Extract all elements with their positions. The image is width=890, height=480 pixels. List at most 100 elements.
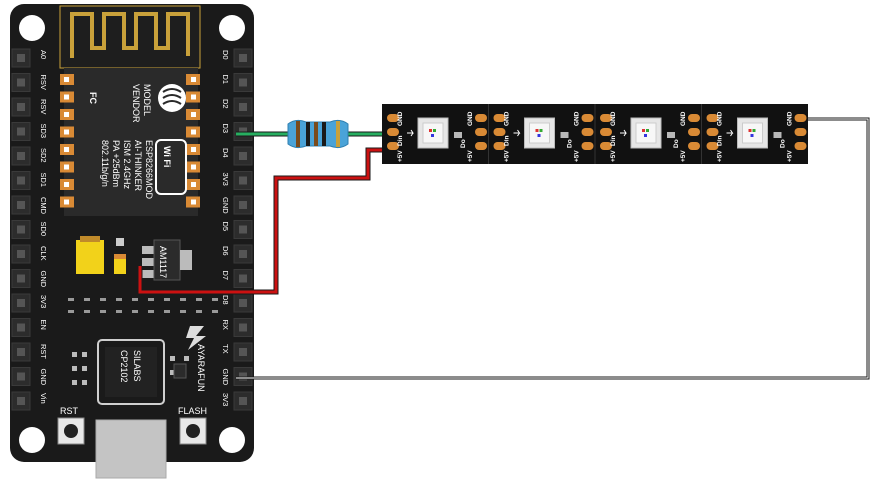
- wifi-logo: [155, 139, 187, 195]
- esp8266-module: FC MODEL VENDOR ESP8266MOD AI-THINKER IS…: [59, 5, 201, 216]
- flash-label: FLASH: [178, 406, 207, 416]
- tantalum-capacitor: [76, 240, 104, 274]
- left-pin-label: CMD: [39, 197, 48, 215]
- arrow-right-icon: [513, 129, 521, 137]
- resistor-band: [314, 122, 318, 146]
- flash-button[interactable]: [179, 417, 207, 445]
- brand-text: AYARAFUN: [196, 344, 206, 392]
- right-pin-label: D0: [221, 50, 230, 60]
- left-pin-label: SD3: [39, 124, 48, 139]
- resistor-band: [306, 122, 310, 146]
- smd-capacitor: [454, 132, 462, 138]
- rst-button[interactable]: [57, 417, 85, 445]
- arrow-right-icon: [726, 129, 734, 137]
- right-pin-11: [233, 293, 253, 313]
- strip-pad-label: Din: [504, 136, 511, 147]
- smd-capacitor: [560, 132, 569, 138]
- smd-component: [116, 238, 124, 246]
- left-pin-10: [11, 269, 31, 288]
- usb-uart-chip: SILABS CP2102: [97, 339, 165, 405]
- right-pin-label: 3V3: [221, 393, 230, 406]
- left-pin-label: A0: [39, 50, 48, 59]
- strip-pad-label: +5V: [504, 150, 511, 162]
- resistor-band: [296, 121, 300, 147]
- right-pin-label: D8: [221, 295, 230, 305]
- right-pin-6: [233, 171, 253, 190]
- rst-label: RST: [60, 406, 79, 416]
- strip-pad-label: GND: [680, 111, 687, 126]
- strip-pad-label: GND: [610, 111, 617, 126]
- left-pin-15: [11, 391, 31, 411]
- right-pin-label: D2: [221, 99, 230, 109]
- mounting-hole: [19, 427, 45, 453]
- wifi-label: Wi Fi: [162, 146, 172, 167]
- right-pin-label: GND: [221, 197, 230, 214]
- left-pin-9: [11, 244, 31, 264]
- nodemcu-board: A0RSVRSVSD3SD2SD1CMDSD0CLKGND3V3ENRSTGND…: [10, 4, 254, 479]
- right-pin-header: [233, 48, 253, 411]
- left-pin-label: GND: [39, 271, 48, 288]
- strip-pad-label: +5V: [717, 150, 724, 162]
- left-pin-label: SD1: [39, 173, 48, 188]
- right-pin-7: [233, 195, 253, 215]
- smd-transistor: [173, 363, 187, 379]
- lightning-icon: [186, 326, 206, 350]
- left-pin-header: [11, 48, 31, 411]
- left-pin-12: [11, 318, 31, 337]
- strip-pad-label: +5V: [680, 150, 687, 162]
- led-strip: GNDDin+5VGNDDo+5VGNDDin+5VGNDDo+5VGNDDin…: [382, 104, 808, 164]
- left-pin-label: SD0: [39, 222, 48, 237]
- strip-pad-label: +5V: [574, 150, 581, 162]
- strip-pad-label: GND: [467, 111, 474, 126]
- left-pin-3: [11, 97, 31, 117]
- strip-pad-label: Do: [460, 139, 467, 148]
- left-pin-label: GND: [39, 369, 48, 386]
- right-pin-2: [233, 73, 253, 92]
- left-pin-5: [11, 146, 31, 166]
- module-text-vendor: VENDOR: [131, 84, 141, 123]
- right-pin-12: [233, 318, 253, 337]
- strip-pad-label: GND: [717, 111, 724, 126]
- strip-pad-label: Do: [780, 139, 787, 148]
- strip-pad-label: +5V: [397, 150, 404, 162]
- strip-pad-label: Din: [717, 136, 724, 147]
- left-pin-label: 3V3: [39, 295, 48, 308]
- right-pin-13: [233, 342, 253, 362]
- right-pin-label: D5: [221, 222, 230, 232]
- module-text-pa: PA +25dBm: [111, 140, 121, 187]
- strip-pad-label: +5V: [467, 150, 474, 162]
- strip-pad-label: Din: [397, 136, 404, 147]
- mounting-hole: [219, 15, 245, 41]
- strip-pad-label: GND: [787, 111, 794, 126]
- module-pads-right: [186, 74, 200, 208]
- left-pin-label: RSV: [39, 99, 48, 114]
- left-pin-8: [11, 220, 31, 239]
- right-pin-1: [233, 48, 253, 68]
- right-pin-8: [233, 220, 253, 239]
- module-text-80211: 802.11b/g/n: [100, 140, 110, 187]
- strip-pad-label: +5V: [610, 150, 617, 162]
- module-text-esp8266mod: ESP8266MOD: [144, 140, 154, 200]
- usb-connector: [95, 419, 167, 479]
- resistor-band: [336, 121, 340, 147]
- left-pin-label: EN: [39, 320, 48, 330]
- module-pads-left: [60, 74, 74, 208]
- left-pin-label: SD2: [39, 148, 48, 163]
- mounting-hole: [19, 15, 45, 41]
- left-pin-14: [11, 367, 31, 386]
- right-pin-10: [233, 269, 253, 288]
- left-pin-label: Vin: [39, 393, 48, 404]
- right-pin-label: D4: [221, 148, 230, 158]
- right-pin-3: [233, 97, 253, 117]
- left-pin-label: RSV: [39, 75, 48, 90]
- right-pin-label: D3: [221, 124, 230, 134]
- right-pin-label: TX: [221, 344, 230, 354]
- strip-pad-label: Din: [610, 136, 617, 147]
- module-text-ism: ISM 2.4GHz: [122, 140, 132, 190]
- left-pin-6: [11, 171, 31, 190]
- chip-text-cp2102: CP2102: [119, 350, 129, 383]
